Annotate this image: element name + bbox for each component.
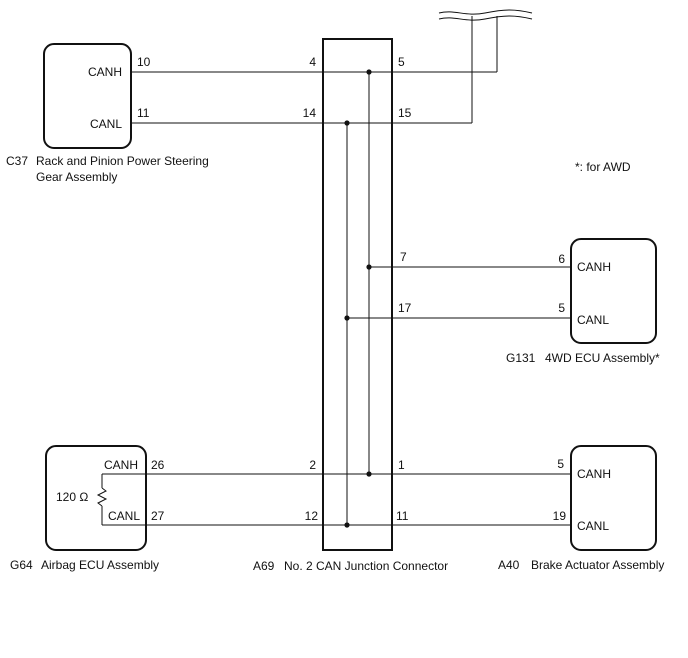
junction-dot — [366, 264, 372, 270]
g64-resistor-label: 120 Ω — [56, 490, 88, 504]
a69-junction-box — [322, 38, 393, 551]
g131-pin-l: 5 — [558, 301, 565, 315]
junction-pin-17: 17 — [398, 301, 412, 315]
a40-canl-label: CANL — [577, 519, 609, 533]
a69-code: A69 — [253, 559, 275, 573]
g131-code: G131 — [506, 351, 536, 365]
junction-dot — [366, 69, 372, 75]
a40-name: Brake Actuator Assembly — [531, 558, 664, 572]
a40-connector-box — [570, 445, 657, 551]
c37-code: C37 — [6, 154, 28, 168]
g131-connector-box — [570, 238, 657, 344]
g64-pin-l: 27 — [151, 509, 165, 523]
junction-dot — [344, 522, 350, 528]
g131-canl-label: CANL — [577, 313, 609, 327]
c37-canl-label: CANL — [90, 117, 122, 131]
junction-pin-14: 14 — [303, 106, 317, 120]
c37-pin-l: 11 — [137, 106, 150, 120]
junction-pin-2: 2 — [309, 458, 316, 472]
c37-name-line1: Rack and Pinion Power Steering — [36, 154, 209, 168]
a69-name: No. 2 CAN Junction Connector — [284, 559, 448, 573]
junction-dot — [366, 471, 372, 477]
junction-pin-7: 7 — [400, 250, 407, 264]
a40-pin-l: 19 — [553, 509, 567, 523]
junction-pin-4: 4 — [309, 55, 316, 69]
wire-break-mark-top — [438, 9, 533, 15]
junction-pin-12: 12 — [305, 509, 319, 523]
a40-canh-label: CANH — [577, 467, 611, 481]
wire-break-mark-bottom — [438, 15, 533, 21]
c37-name-line2: Gear Assembly — [36, 170, 117, 184]
g64-connector-box — [45, 445, 147, 551]
g64-pin-h: 26 — [151, 458, 165, 472]
resistor-symbol — [96, 487, 108, 507]
junction-dot — [344, 120, 350, 126]
c37-canh-label: CANH — [88, 65, 122, 79]
junction-pin-15: 15 — [398, 106, 412, 120]
g131-pin-h: 6 — [558, 252, 565, 266]
g131-name: 4WD ECU Assembly* — [545, 351, 660, 365]
awd-note: *: for AWD — [575, 160, 631, 174]
g131-canh-label: CANH — [577, 260, 611, 274]
junction-pin-1: 1 — [398, 458, 405, 472]
junction-pin-5: 5 — [398, 55, 405, 69]
c37-connector-box — [43, 43, 132, 149]
junction-pin-11: 11 — [396, 509, 409, 523]
g64-canh-label: CANH — [104, 458, 138, 472]
c37-pin-h: 10 — [137, 55, 151, 69]
g64-canl-label: CANL — [108, 509, 140, 523]
g64-code: G64 — [10, 558, 33, 572]
a40-code: A40 — [498, 558, 520, 572]
g64-name: Airbag ECU Assembly — [41, 558, 159, 572]
a40-pin-h: 5 — [557, 457, 564, 471]
junction-dot — [344, 315, 350, 321]
